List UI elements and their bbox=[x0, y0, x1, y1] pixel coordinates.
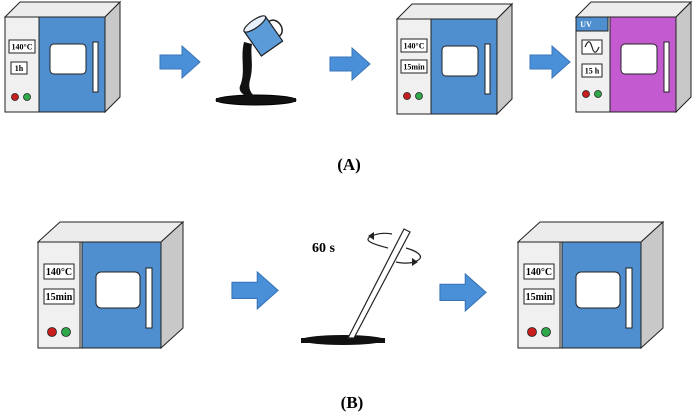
temp-label: 140°C bbox=[404, 42, 425, 51]
oven-window bbox=[575, 271, 621, 309]
time-label: 1h bbox=[15, 64, 24, 73]
oven-window bbox=[441, 45, 479, 77]
arrow-a2-icon bbox=[329, 46, 371, 82]
beaker-icon bbox=[243, 15, 284, 57]
sine-wave-icon bbox=[584, 41, 600, 53]
pouring-step bbox=[215, 15, 297, 106]
knob-green bbox=[415, 92, 423, 100]
time-display bbox=[581, 63, 603, 78]
door-handle bbox=[145, 267, 153, 329]
temp-display bbox=[43, 263, 75, 280]
time-label: 15min bbox=[403, 63, 425, 72]
temp-label: 140°C bbox=[526, 267, 552, 278]
time-display bbox=[523, 288, 555, 305]
uv-panel-top bbox=[575, 16, 609, 32]
knob-green bbox=[61, 327, 71, 337]
caption-a: (A) bbox=[337, 155, 361, 174]
arrow-a1-icon bbox=[159, 44, 201, 80]
arrow-a3-icon bbox=[529, 44, 571, 80]
knob-red bbox=[11, 93, 19, 101]
uv-oven: UV 15 h bbox=[574, 0, 693, 114]
pour-stream bbox=[239, 42, 258, 98]
oven-b1: 140°C 15min bbox=[36, 220, 185, 350]
knob-red bbox=[403, 92, 411, 100]
oven-a2: 140°C 15min bbox=[395, 2, 514, 116]
door-handle bbox=[92, 41, 99, 93]
oven-window bbox=[95, 271, 141, 309]
oven-window bbox=[49, 43, 87, 75]
spin-rod bbox=[347, 228, 411, 339]
knob-green bbox=[594, 90, 602, 98]
temp-display bbox=[8, 39, 36, 54]
spin-coating-step: 60 s bbox=[301, 228, 422, 345]
arrow-b1-icon bbox=[231, 270, 279, 311]
oven-b2: 140°C 15min bbox=[516, 220, 665, 350]
knob-red bbox=[582, 90, 590, 98]
time-display bbox=[10, 61, 28, 75]
knob-green bbox=[23, 93, 31, 101]
temp-display bbox=[400, 38, 428, 53]
time-label: 15 h bbox=[585, 67, 600, 76]
door-handle bbox=[625, 267, 633, 329]
temp-label: 140°C bbox=[12, 43, 33, 52]
knob-red bbox=[527, 327, 537, 337]
arrow-b2-icon bbox=[439, 272, 487, 313]
oven-a1: 140°C 1h bbox=[3, 0, 122, 114]
temp-display bbox=[523, 263, 555, 280]
time-label: 15min bbox=[526, 292, 553, 303]
temp-label: 140°C bbox=[46, 267, 72, 278]
uv-badge: UV bbox=[580, 20, 592, 29]
time-label: 15min bbox=[46, 292, 73, 303]
door-handle bbox=[663, 41, 670, 93]
time-display bbox=[400, 59, 428, 74]
door-handle bbox=[484, 43, 491, 95]
oven-window bbox=[620, 43, 658, 75]
knob-green bbox=[541, 327, 551, 337]
time-display bbox=[43, 288, 75, 305]
caption-b: (B) bbox=[341, 393, 364, 412]
knob-red bbox=[47, 327, 57, 337]
spin-time-label: 60 s bbox=[312, 241, 336, 256]
